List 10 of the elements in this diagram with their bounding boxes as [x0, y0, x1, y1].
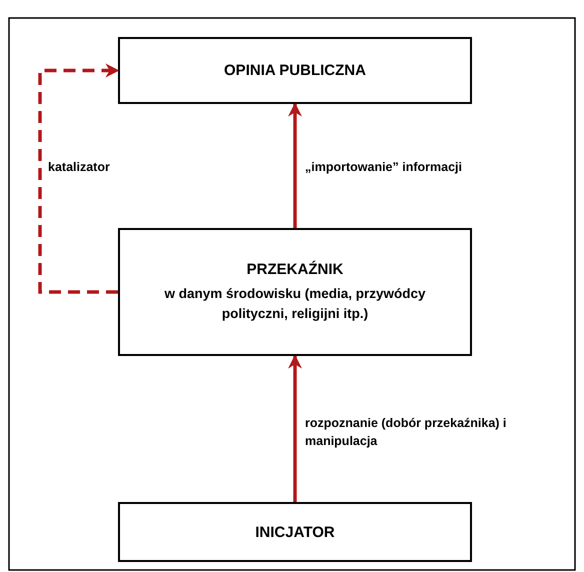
body-text: w danym środowisku (media, przywódcy polityczni, religijni itp.): [163, 284, 427, 323]
arrow: [38, 64, 120, 294]
heading-text: OPINIA PUBLICZNA: [224, 62, 366, 79]
heading-text: PRZEKAŹNIK: [246, 260, 344, 278]
heading-text: INICJATOR: [255, 524, 335, 540]
text-box: [118, 37, 472, 104]
arrow: [288, 102, 302, 228]
arrow: [288, 354, 302, 502]
text-box: [118, 228, 472, 356]
text-box: [118, 502, 472, 562]
